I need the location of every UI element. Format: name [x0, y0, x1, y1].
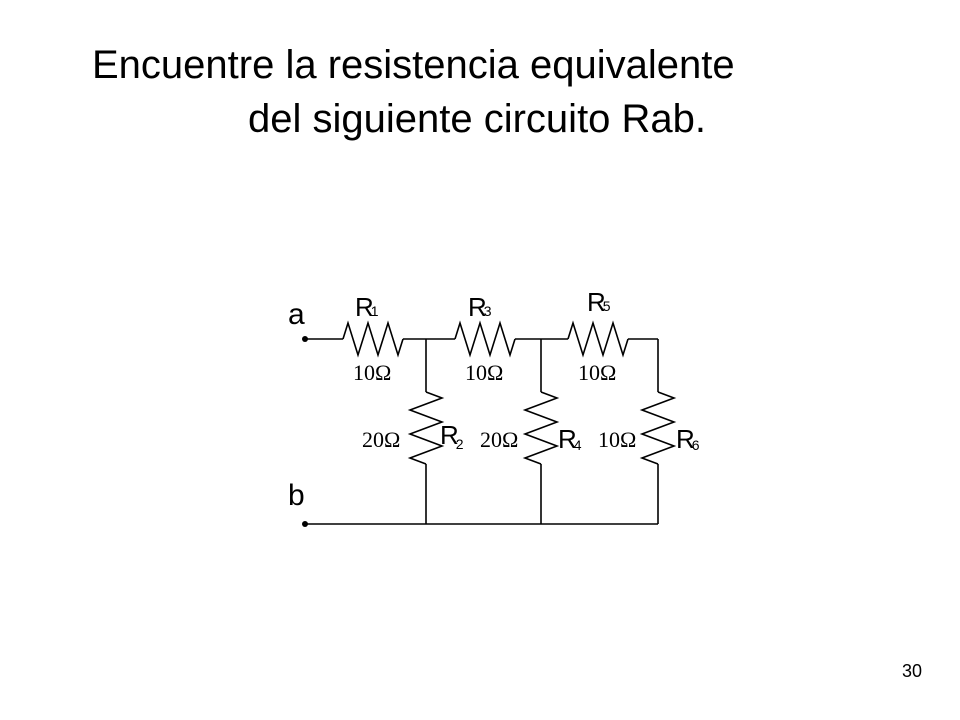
resistor-r1-zigzag [342, 320, 404, 358]
slide-title-line-1: Encuentre la resistencia equivalente [92, 43, 735, 87]
resistor-r5-zigzag [567, 320, 629, 358]
slide-title-line-2: del siguiente circuito Rab. [248, 97, 707, 141]
slide-number: 30 [901, 661, 922, 681]
resistor-r6-name: R6 [676, 424, 700, 454]
terminal-a-label: a [288, 298, 305, 331]
resistor-r2-name: R2 [440, 420, 464, 452]
resistor-r3-value: 10Ω [465, 360, 503, 385]
resistor-r1-name: R1 [355, 292, 379, 322]
terminal-b-label: b [288, 479, 305, 512]
resistor-r4-name: R4 [558, 424, 582, 454]
resistor-r6-value: 10Ω [598, 427, 636, 452]
resistor-r4-zigzag [522, 391, 560, 465]
resistor-r5-value: 10Ω [578, 360, 616, 385]
resistor-r6-zigzag [639, 391, 677, 465]
resistor-r5-name: R5 [587, 287, 611, 317]
resistor-r1-value: 10Ω [353, 360, 391, 385]
resistor-r3-name: R3 [468, 292, 492, 322]
terminal-a-dot [302, 336, 308, 342]
resistor-r3-zigzag [454, 320, 516, 358]
terminal-b-dot [302, 521, 308, 527]
resistor-r2-value: 20Ω [362, 427, 400, 452]
slide-title: Encuentre la resistencia equivalente del… [0, 38, 960, 146]
resistor-r4-value: 20Ω [480, 427, 518, 452]
resistor-r2-zigzag [407, 391, 445, 465]
